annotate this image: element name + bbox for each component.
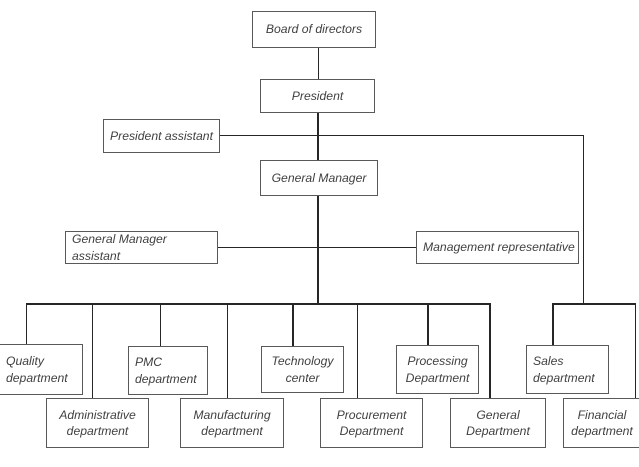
connector-sales-bus bbox=[552, 303, 636, 305]
connector-president-assistant-tie bbox=[219, 135, 584, 136]
node-label: Technology center bbox=[271, 354, 334, 385]
node-administrative-department[interactable]: Administrative department bbox=[46, 398, 149, 448]
node-board-of-directors[interactable]: Board of directors bbox=[252, 11, 376, 48]
node-management-representative[interactable]: Management representative bbox=[416, 231, 579, 264]
node-label: Management representative bbox=[423, 240, 575, 255]
node-label: Sales department bbox=[533, 354, 595, 385]
node-quality-department[interactable]: Quality department bbox=[0, 344, 83, 395]
node-label: General Manager assistant bbox=[72, 232, 167, 263]
node-label: General Department bbox=[466, 407, 530, 439]
node-general-department[interactable]: General Department bbox=[450, 398, 546, 448]
drop-quality bbox=[26, 303, 27, 344]
node-general-manager[interactable]: General Manager bbox=[260, 160, 378, 196]
drop-financial bbox=[635, 303, 636, 398]
drop-pmc bbox=[160, 303, 161, 346]
node-label: President assistant bbox=[110, 128, 213, 143]
node-procurement-department[interactable]: Procurement Department bbox=[320, 398, 423, 448]
connector-general-manager-stem bbox=[317, 195, 319, 303]
node-technology-center[interactable]: Technology center bbox=[261, 346, 344, 393]
node-label: PMC department bbox=[135, 355, 197, 386]
connector-president-to-general-manager bbox=[317, 112, 319, 160]
connector-department-bus bbox=[26, 303, 491, 305]
node-label: Manufacturing department bbox=[193, 407, 271, 439]
drop-technology bbox=[292, 303, 294, 346]
node-label: Procurement Department bbox=[336, 407, 407, 439]
node-label: President bbox=[291, 88, 344, 103]
drop-processing bbox=[427, 303, 429, 345]
drop-administrative bbox=[92, 303, 93, 398]
node-sales-department[interactable]: Sales department bbox=[526, 345, 609, 394]
node-general-manager-assistant[interactable]: General Manager assistant bbox=[65, 231, 218, 264]
node-label: Financial department bbox=[571, 407, 633, 439]
connector-assistant-representative-tie bbox=[217, 247, 416, 248]
node-label: General Manager bbox=[271, 170, 367, 185]
drop-manufacturing bbox=[227, 303, 228, 398]
node-pmc-department[interactable]: PMC department bbox=[128, 346, 208, 395]
node-label: Quality department bbox=[6, 354, 68, 385]
connector-right-riser bbox=[583, 135, 584, 304]
node-label: Board of directors bbox=[265, 22, 363, 37]
drop-procurement bbox=[357, 303, 358, 398]
drop-general bbox=[489, 303, 491, 398]
node-financial-department[interactable]: Financial department bbox=[563, 398, 639, 448]
node-label: Processing Department bbox=[405, 354, 470, 385]
node-manufacturing-department[interactable]: Manufacturing department bbox=[180, 398, 284, 448]
node-label: Administrative department bbox=[59, 407, 136, 439]
node-president[interactable]: President bbox=[260, 79, 375, 113]
connector-board-to-president bbox=[318, 47, 319, 79]
drop-sales bbox=[552, 303, 554, 345]
node-processing-department[interactable]: Processing Department bbox=[396, 345, 479, 394]
node-president-assistant[interactable]: President assistant bbox=[103, 119, 220, 153]
